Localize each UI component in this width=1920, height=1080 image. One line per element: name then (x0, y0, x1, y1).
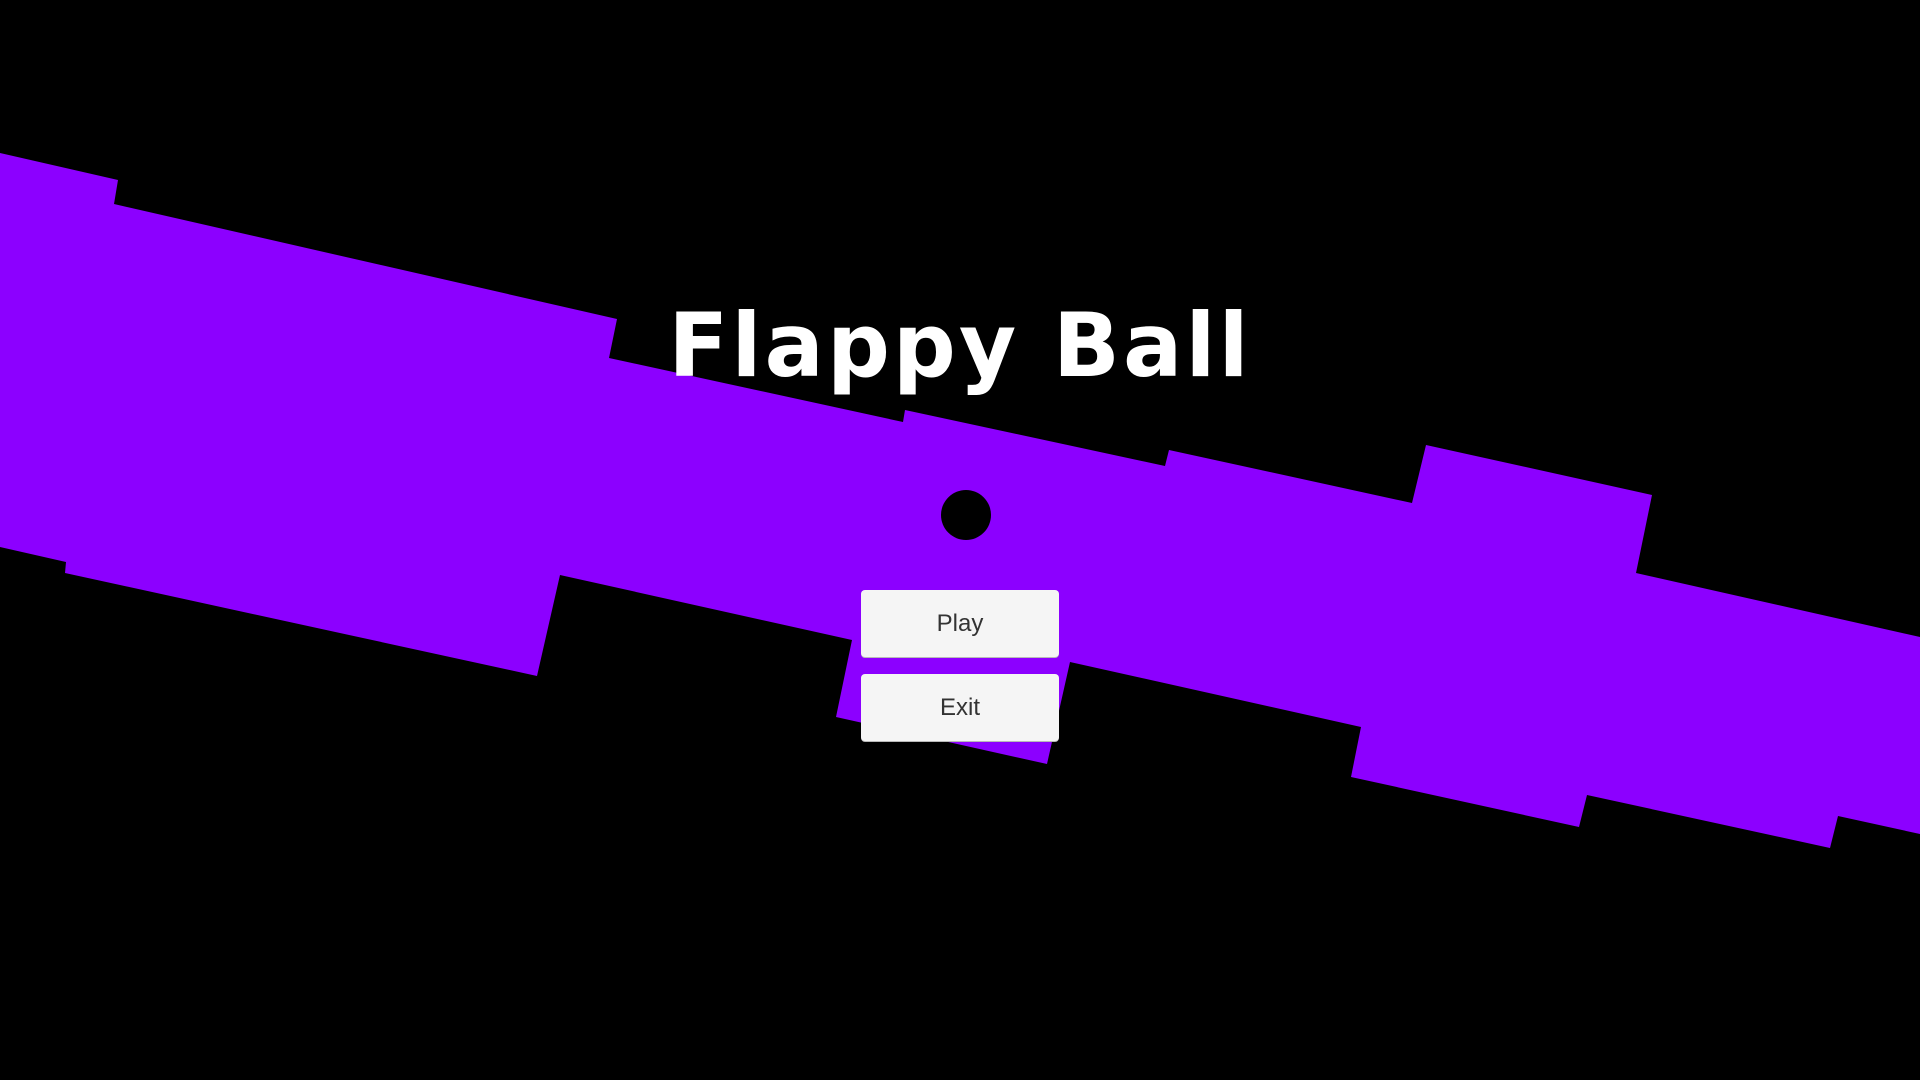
exit-button[interactable]: Exit (861, 674, 1059, 741)
exit-button-label: Exit (939, 693, 980, 721)
game-title: Flappy Ball (668, 294, 1252, 397)
ball-player (941, 490, 991, 540)
play-button[interactable]: Play (861, 590, 1059, 657)
play-button-label: Play (936, 609, 984, 637)
